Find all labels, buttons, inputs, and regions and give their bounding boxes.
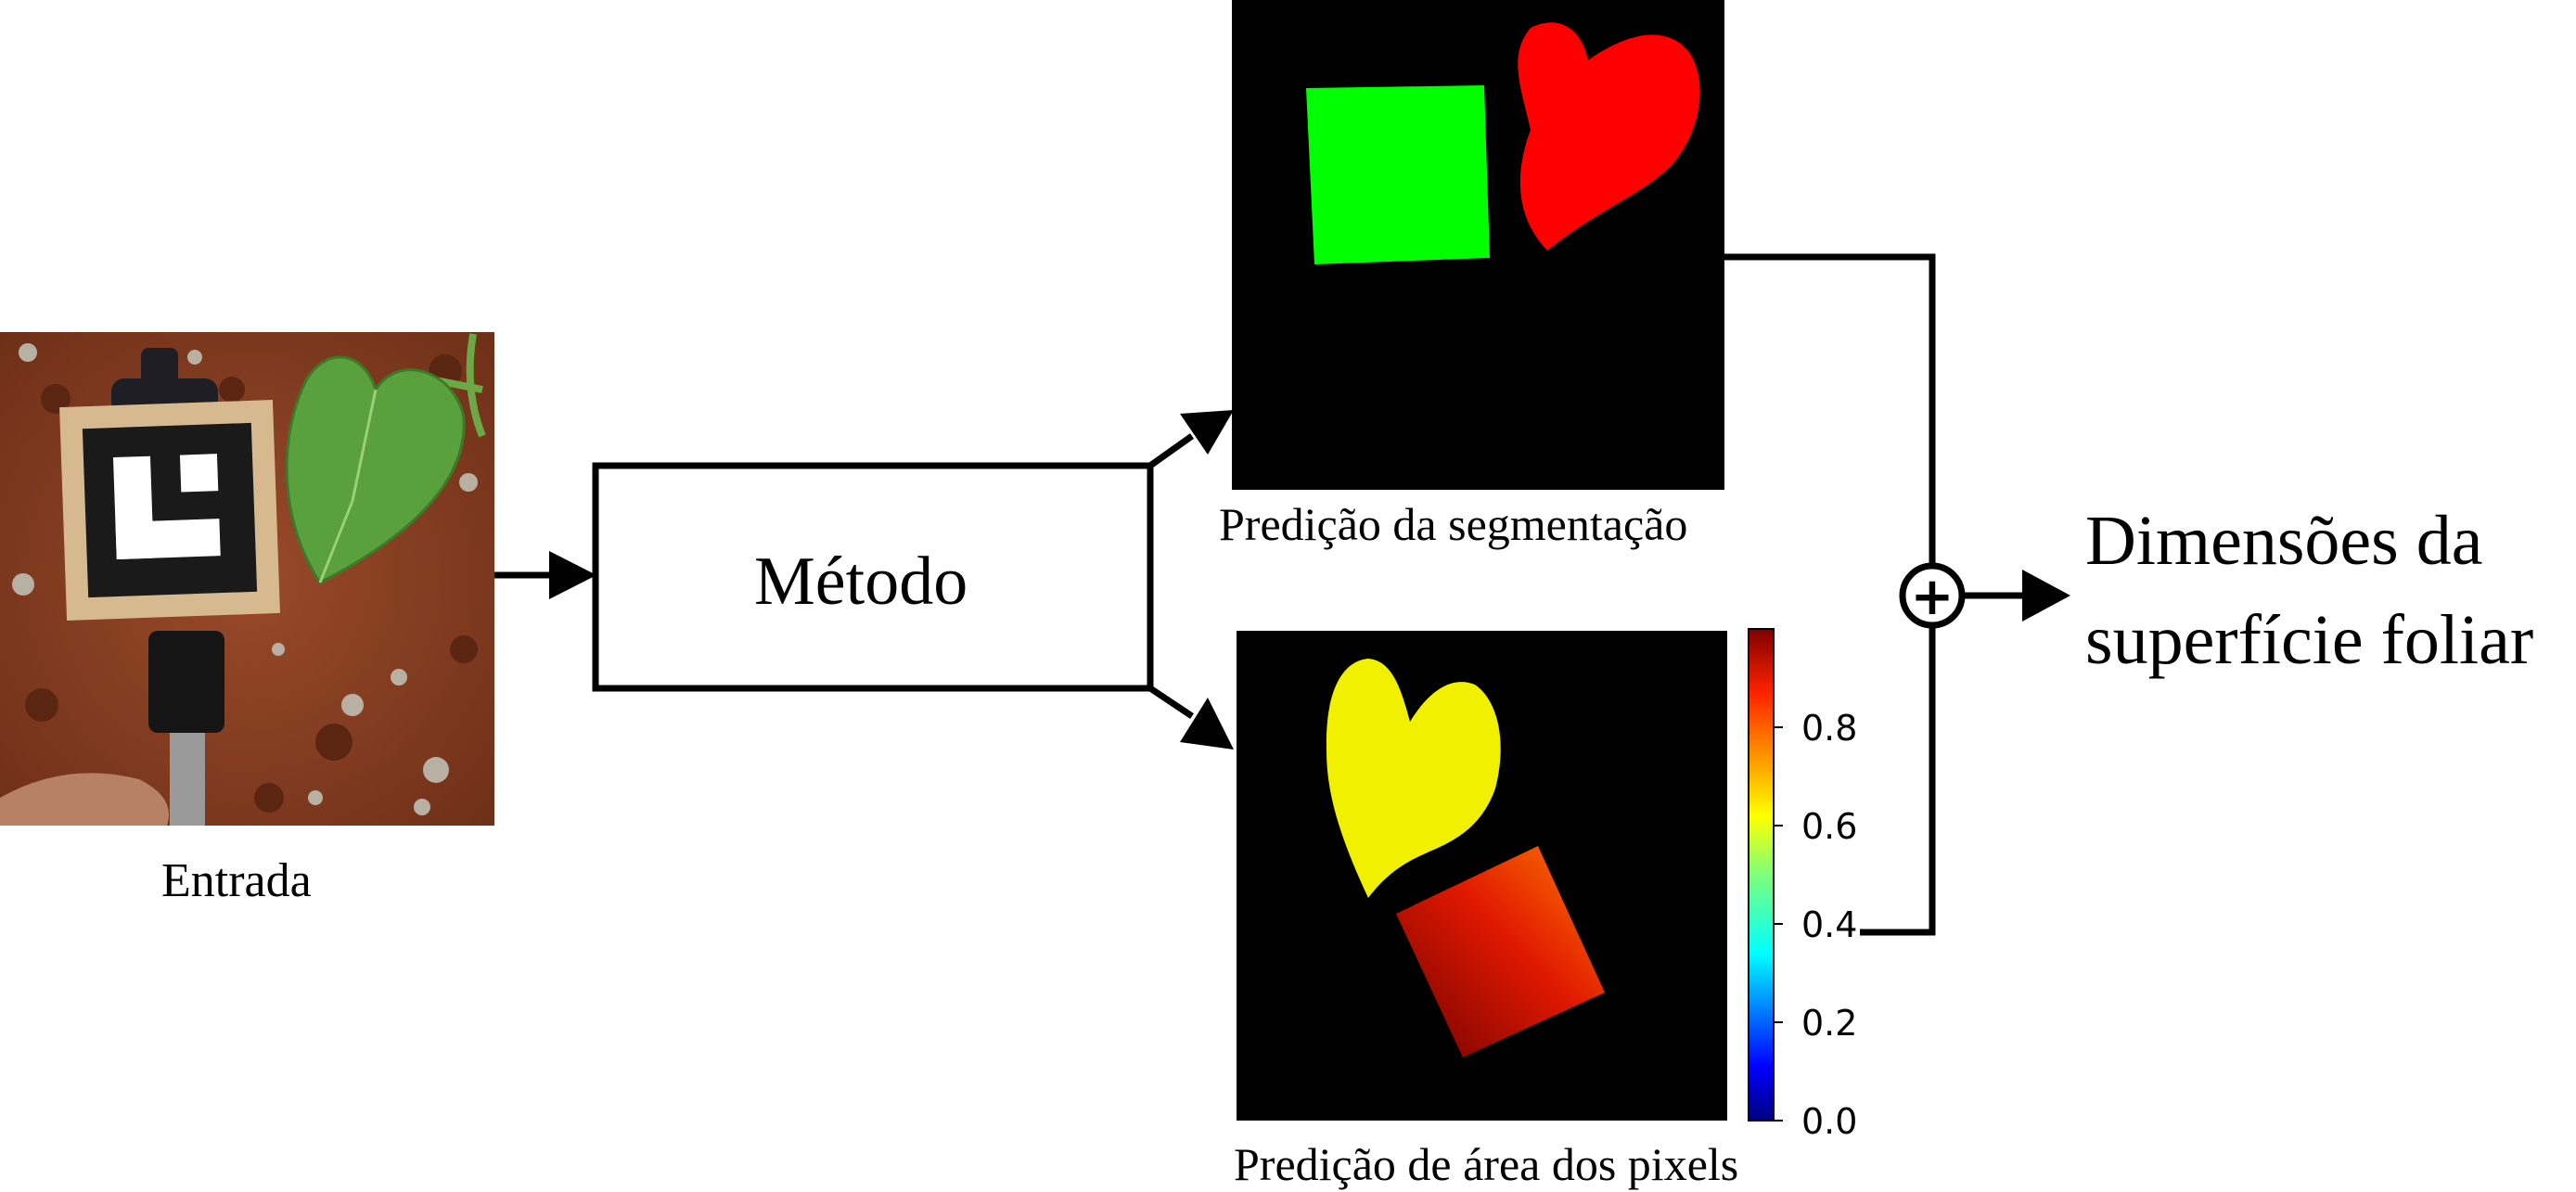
leaf-photo [285, 355, 466, 584]
method-box [592, 462, 1154, 692]
colorbar-tick-label: 0.0 [1801, 1101, 1857, 1142]
colorbar-ticks [1774, 726, 1783, 1122]
holder-clamp [148, 631, 224, 733]
output-label-line2: superfície foliar [2085, 601, 2534, 679]
soil-pebbles [12, 343, 478, 815]
aruco-marker [82, 422, 258, 598]
colorbar: 0.0 0.2 0.4 0.6 0.8 [1748, 628, 1857, 1142]
method-label: Método [754, 544, 968, 620]
arrow-to-output [1962, 570, 2070, 622]
colorbar-tick-label: 0.8 [1801, 708, 1857, 749]
pixel-area-label: Predição de área dos pixels [1234, 1138, 1739, 1190]
colorbar-tick-label: 0.4 [1801, 904, 1857, 945]
merge-connector [1724, 253, 1936, 936]
aruco-marker-pattern [112, 454, 221, 560]
arrow-method-to-pixel-area [1148, 686, 1234, 750]
input-photo [0, 332, 494, 826]
colorbar-tick-label: 0.2 [1801, 1003, 1857, 1044]
arrow-input-to-method [494, 551, 596, 599]
pixel-area-reference-square [1396, 846, 1605, 1057]
soil-clumps [25, 354, 478, 813]
segmentation-panel [1232, 0, 1724, 490]
output-label-line1: Dimensões da [2085, 502, 2483, 580]
colorbar-tick-label: 0.6 [1801, 806, 1857, 847]
pixel-area-panel [1237, 631, 1727, 1121]
segmentation-leaf-mask [1518, 22, 1700, 250]
arrow-method-to-segmentation [1147, 410, 1234, 468]
hand [0, 773, 169, 826]
pixel-area-leaf-mask [1326, 659, 1501, 898]
combine-symbol: + [1911, 567, 1954, 627]
segmentation-reference-square [1306, 85, 1490, 264]
segmentation-label: Predição da segmentação [1219, 498, 1688, 550]
colorbar-gradient [1748, 628, 1775, 1122]
combine-node: + [1899, 562, 1966, 629]
input-label: Entrada [161, 854, 312, 907]
